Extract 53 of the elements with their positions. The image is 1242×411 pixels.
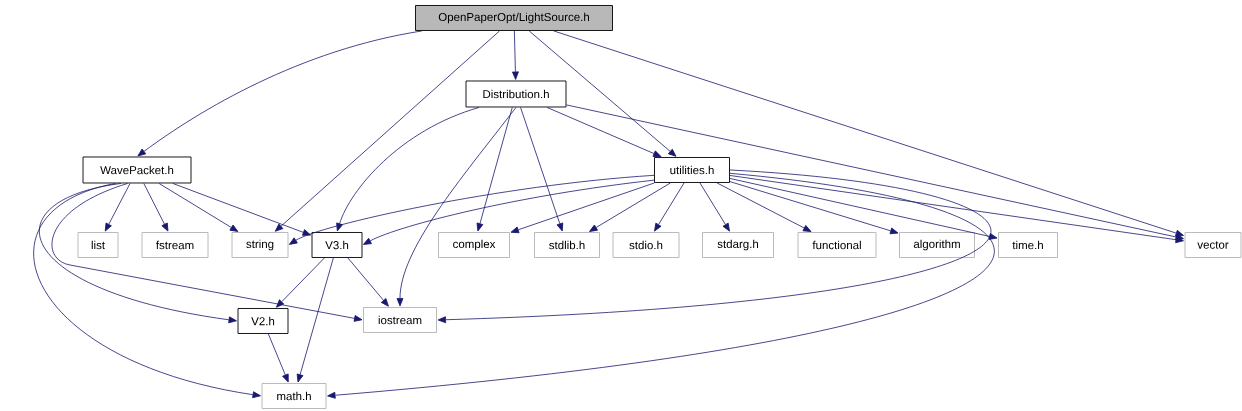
arrow bbox=[34, 183, 261, 399]
file-box: OpenPaperOpt/LightSource.h bbox=[415, 5, 613, 31]
arrow bbox=[566, 104, 1184, 241]
file-box: time.h bbox=[998, 232, 1058, 258]
arrow bbox=[510, 182, 655, 234]
arrow bbox=[437, 169, 992, 324]
arrow bbox=[327, 172, 995, 399]
arrow bbox=[654, 182, 685, 232]
arrow bbox=[274, 30, 500, 232]
file-box: V2.h bbox=[237, 308, 289, 334]
arrow bbox=[553, 30, 1184, 237]
file-box: fstream bbox=[141, 232, 209, 258]
arrow bbox=[137, 30, 423, 157]
file-box: list bbox=[77, 232, 119, 258]
arrow bbox=[104, 183, 131, 232]
file-box: stdio.h bbox=[612, 232, 680, 258]
arrow bbox=[296, 257, 334, 383]
arrow bbox=[512, 30, 519, 80]
arrow bbox=[172, 183, 311, 236]
arrow bbox=[363, 179, 655, 245]
arrow bbox=[729, 175, 1184, 244]
file-box: string bbox=[231, 232, 289, 258]
arrow bbox=[520, 107, 564, 232]
file-box: complex bbox=[438, 232, 510, 258]
arrow bbox=[158, 183, 239, 232]
file-box: iostream bbox=[363, 307, 437, 333]
file-box: vector bbox=[1184, 232, 1242, 258]
file-box: functional bbox=[797, 232, 877, 258]
arrow bbox=[51, 183, 363, 322]
arrow bbox=[476, 107, 513, 232]
arrow bbox=[143, 183, 169, 232]
file-box: math.h bbox=[261, 383, 327, 409]
arrow bbox=[699, 182, 730, 232]
arrow bbox=[589, 182, 671, 232]
arrow bbox=[716, 182, 812, 232]
file-box: utilities.h bbox=[654, 157, 730, 183]
arrow bbox=[267, 333, 289, 383]
file-box: stdlib.h bbox=[534, 232, 600, 258]
arrow bbox=[546, 107, 662, 157]
arrow bbox=[38, 183, 237, 324]
file-box: WavePacket.h bbox=[82, 156, 192, 184]
arrow bbox=[289, 174, 655, 245]
arrow bbox=[528, 30, 677, 157]
arrow bbox=[396, 107, 517, 307]
file-box: stdarg.h bbox=[702, 232, 774, 258]
file-box: algorithm bbox=[899, 232, 975, 258]
file-box: V3.h bbox=[311, 232, 363, 258]
arrow bbox=[276, 257, 325, 308]
arrow bbox=[729, 178, 998, 240]
arrow bbox=[729, 181, 899, 235]
file-box: Distribution.h bbox=[465, 80, 567, 108]
arrow bbox=[336, 107, 480, 232]
arrow bbox=[347, 257, 389, 307]
